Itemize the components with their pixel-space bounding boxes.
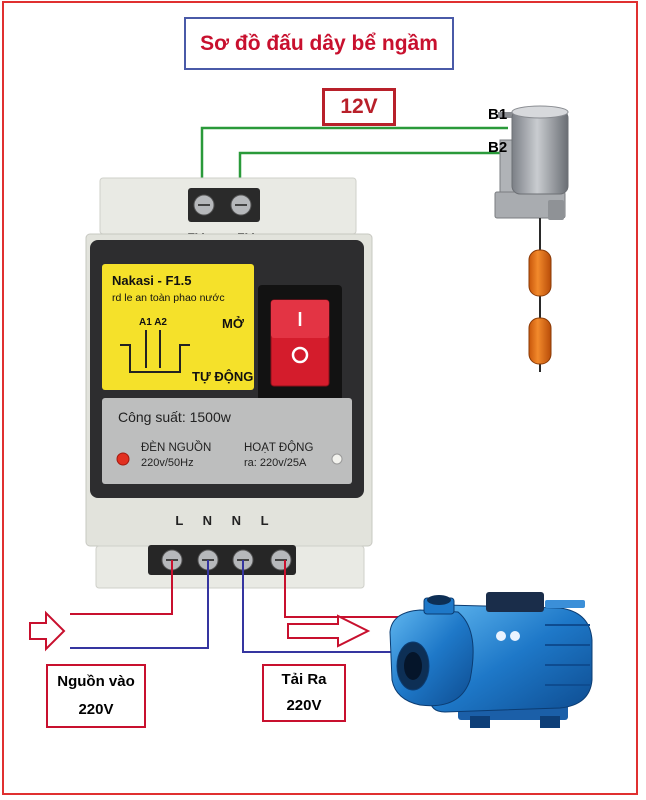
relay-hoat-dong: HOẠT ĐỘNG <box>244 441 313 454</box>
relay-bottom-terminals: L N N L <box>175 513 276 528</box>
wire-label-b2: B2 <box>488 139 507 156</box>
diagram-title: Sơ đồ đấu dây bể ngầm <box>184 17 454 70</box>
wire-input-l <box>70 560 173 615</box>
wire-label-b1: B1 <box>488 106 507 123</box>
relay-brand: Nakasi - F1.5 <box>112 273 192 288</box>
relay-a1a2: A1 A2 <box>139 317 167 328</box>
relay-tu-dong: TỰ ĐỘNG <box>192 369 253 384</box>
diagram-border <box>2 1 638 795</box>
input-label-line2: 220V <box>78 701 114 718</box>
output-label-line1: Tải Ra <box>281 671 327 688</box>
input-power-label: Nguồn vào 220V <box>46 664 146 728</box>
relay-hoat-dong-spec: ra: 220v/25A <box>244 457 307 469</box>
float-switch <box>494 105 569 372</box>
wire-input-n <box>70 560 209 649</box>
input-arrow <box>29 610 66 652</box>
output-arrow <box>287 614 371 648</box>
relay-power: Công suất: 1500w <box>118 409 232 425</box>
wire-output-l <box>284 560 398 618</box>
voltage-label: 12V <box>322 88 396 126</box>
input-label-line1: Nguồn vào <box>57 673 135 690</box>
relay-subtitle: rd le an toàn phao nước <box>112 292 225 304</box>
output-label-line2: 220V <box>286 697 322 714</box>
output-load-label: Tải Ra 220V <box>262 664 346 722</box>
wire-b1-a2 <box>200 126 508 195</box>
relay-device: A2 A1 Nakasi - F1.5 rd le an toàn phao n… <box>85 177 373 589</box>
wire-output-n <box>242 560 396 653</box>
water-pump <box>389 592 593 728</box>
relay-den-nguon-spec: 220v/50Hz <box>141 457 194 469</box>
relay-mo: MỞ <box>222 316 245 331</box>
relay-den-nguon: ĐÈN NGUỒN <box>141 441 211 454</box>
